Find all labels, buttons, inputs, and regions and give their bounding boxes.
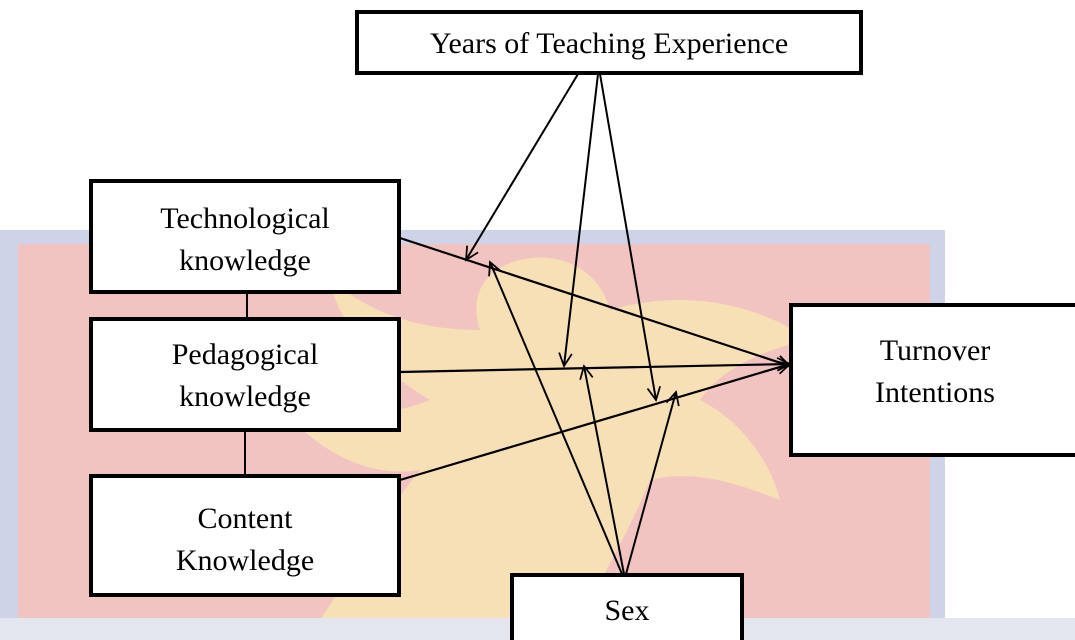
edge-sex-tk-path [490,262,623,575]
correlation-lines [244,293,248,476]
edge-years-tk-path [466,73,579,260]
node-tk-label-line1: Technological [160,202,330,235]
node-pedagogical-knowledge: Pedagogical knowledge [89,317,401,432]
node-tk-label-line2: knowledge [179,244,311,277]
node-years-label: Years of Teaching Experience [430,27,788,60]
edge-years-ck-path [599,73,656,400]
node-years-of-teaching-experience: Years of Teaching Experience [355,10,863,75]
node-turnover-label-line2: Intentions [875,376,995,409]
node-content-knowledge: Content Knowledge [89,474,401,597]
years-moderation-paths [466,73,656,400]
edge-sex-ck-path [625,392,676,575]
node-turnover-intentions: Turnover Intentions [789,303,1075,457]
node-technological-knowledge: Technological knowledge [89,179,401,294]
node-ck-label-line2: Knowledge [176,544,314,577]
edge-sex-pk-path [584,366,625,575]
edge-pk-turnover [399,364,790,374]
edge-years-pk-path [564,73,599,366]
node-pk-label-line2: knowledge [179,380,311,413]
sex-moderation-paths [490,262,676,575]
node-turnover-label-line1: Turnover [880,334,991,367]
node-sex: Sex [510,573,744,640]
node-ck-label-line1: Content [198,502,294,535]
node-pk-label-line1: Pedagogical [172,338,319,371]
node-sex-label: Sex [605,594,650,627]
